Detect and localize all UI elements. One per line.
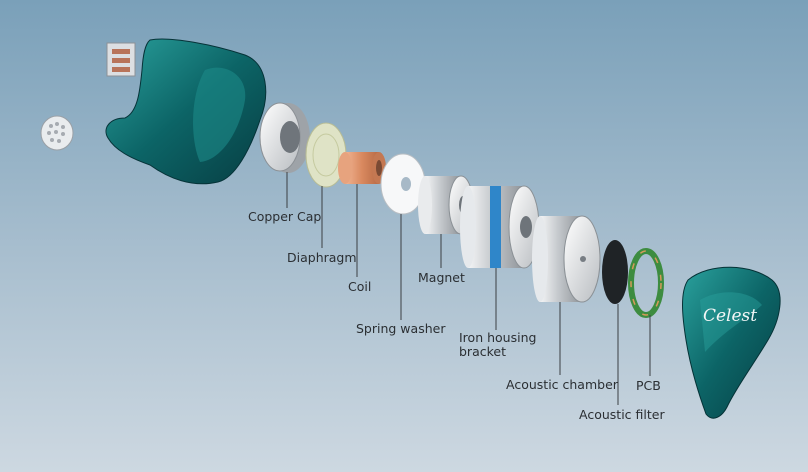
pcb-part — [628, 248, 664, 318]
label-diaphragm: Diaphragm — [287, 250, 357, 265]
label-coil: Coil — [348, 279, 372, 294]
label-iron-housing: Iron housing bracket — [459, 330, 537, 359]
label-pcb: PCB — [636, 378, 661, 393]
leader-lines — [286, 172, 651, 405]
acoustic-chamber-part — [532, 215, 601, 303]
celest-logo: Celest — [703, 306, 757, 326]
label-spring-washer: Spring washer — [356, 321, 446, 336]
acoustic-filter-part — [602, 240, 628, 304]
inner-shell — [105, 38, 267, 185]
label-acoustic-filter: Acoustic filter — [579, 407, 665, 422]
label-copper-cap: Copper Cap — [248, 209, 322, 224]
diaphragm-part — [305, 122, 347, 188]
copper-cap-part — [259, 102, 310, 173]
connector-socket — [106, 42, 136, 77]
iron-housing-part — [460, 185, 540, 269]
label-magnet: Magnet — [418, 270, 465, 285]
label-acoustic-chamber: Acoustic chamber — [506, 377, 618, 392]
mesh-filter — [40, 115, 74, 151]
coil-part — [338, 152, 386, 184]
faceplate-shell — [682, 266, 781, 419]
